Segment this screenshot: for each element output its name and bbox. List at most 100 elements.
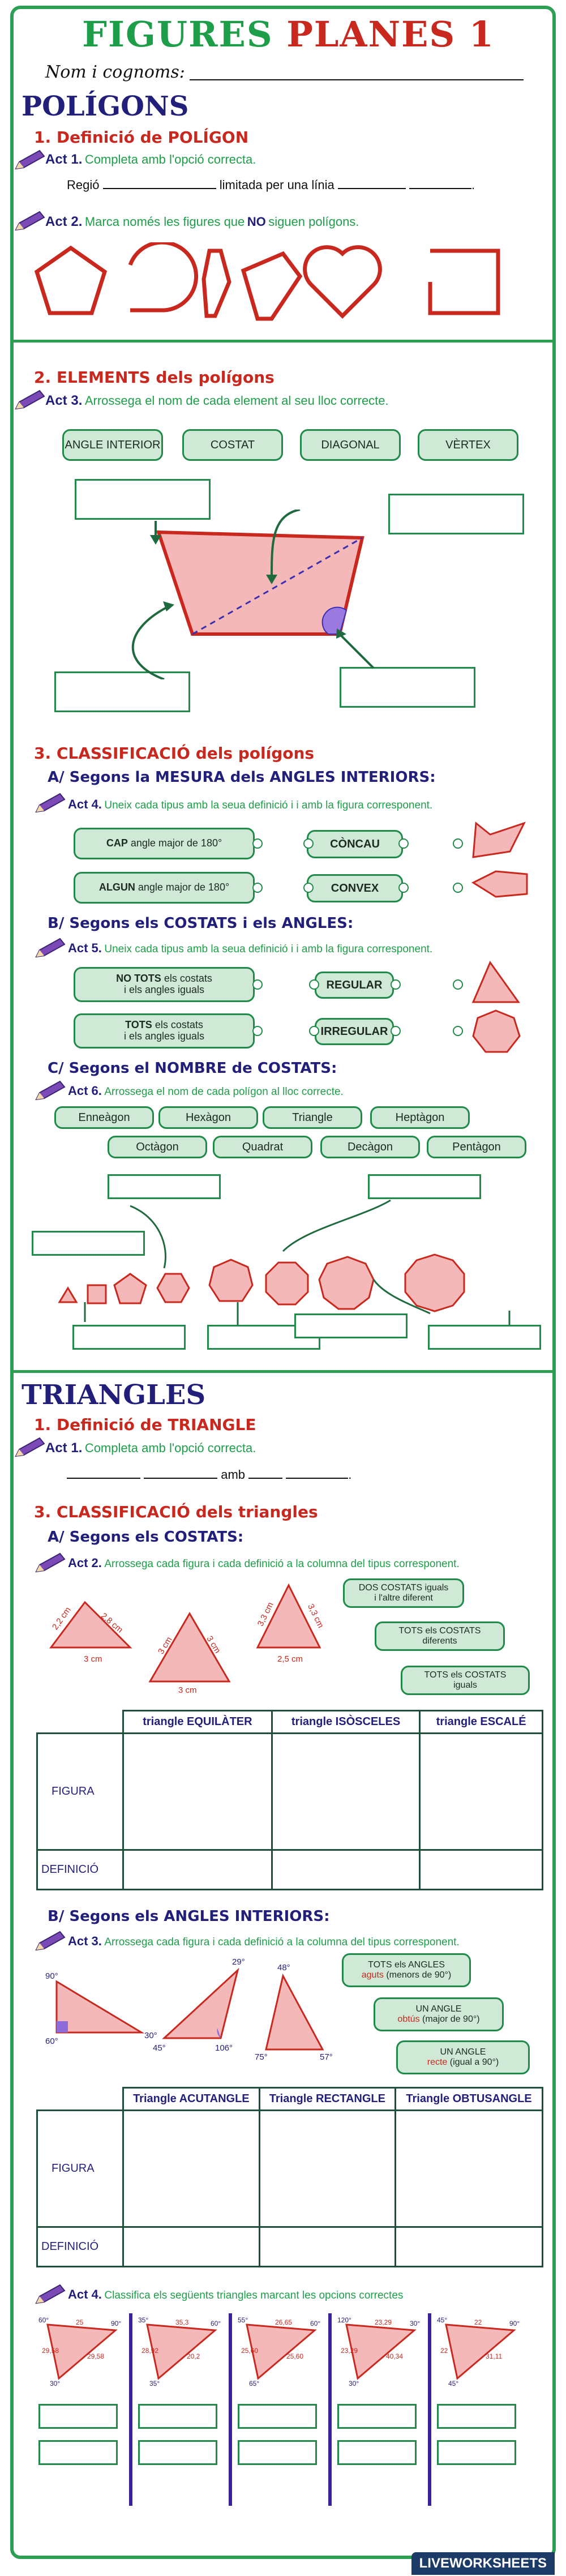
drop-box[interactable] <box>54 671 190 712</box>
connector-dot[interactable] <box>453 979 463 990</box>
drop-cell[interactable] <box>122 1849 273 1890</box>
connector-dot[interactable] <box>453 883 463 893</box>
pill-quadrat[interactable]: Quadrat <box>213 1136 312 1158</box>
connector-dot[interactable] <box>252 1026 263 1036</box>
connector-dot[interactable] <box>391 1026 401 1036</box>
type-regular[interactable]: REGULAR <box>315 972 394 999</box>
pill-octagon[interactable]: Octàgon <box>108 1136 207 1158</box>
drop-cell[interactable] <box>419 1849 543 1890</box>
type-irregular[interactable]: IRREGULAR <box>315 1018 394 1045</box>
type-concau[interactable]: CÒNCAU <box>307 830 403 858</box>
drop-box[interactable] <box>340 667 475 708</box>
connector-dot[interactable] <box>252 883 263 893</box>
answer-select[interactable] <box>138 2404 217 2429</box>
blank-3[interactable] <box>248 1478 283 1479</box>
drop-box[interactable] <box>72 1325 186 1350</box>
connector-dot[interactable] <box>398 883 409 893</box>
drop-cell[interactable] <box>258 2226 397 2267</box>
connector-dot[interactable] <box>309 979 319 990</box>
drop-cell[interactable] <box>395 2109 543 2228</box>
triangle-obtusangle[interactable] <box>162 1967 239 2039</box>
answer-select[interactable] <box>238 2404 317 2429</box>
drop-box[interactable] <box>294 1313 408 1338</box>
element-pill-vertex[interactable]: VÈRTEX <box>418 429 518 461</box>
connector-dot[interactable] <box>309 1026 319 1036</box>
element-pill-angle[interactable]: ANGLE INTERIOR <box>62 429 163 461</box>
triangle-rectangle[interactable] <box>55 1980 145 2034</box>
pencil-icon <box>35 1552 66 1573</box>
answer-select[interactable] <box>437 2404 516 2429</box>
answer-select[interactable] <box>138 2440 217 2465</box>
act4-row: Act 4. Uneix cada tipus amb la seua defi… <box>68 797 433 811</box>
connector-dot[interactable] <box>453 1026 463 1036</box>
drop-box[interactable] <box>428 1325 541 1350</box>
triangle-isosceles[interactable] <box>256 1583 321 1649</box>
def-cap[interactable]: CAP angle major de 180° <box>74 828 255 859</box>
connector-dot[interactable] <box>252 979 263 990</box>
drop-cell[interactable] <box>271 1849 421 1890</box>
connector-dot[interactable] <box>303 838 314 849</box>
type-convex[interactable]: CONVEX <box>307 874 403 902</box>
pill-hexagon[interactable]: Hexàgon <box>158 1106 258 1129</box>
shape-curve[interactable] <box>128 242 198 313</box>
answer-select[interactable] <box>238 2440 317 2465</box>
pill-enneagon[interactable]: Enneàgon <box>54 1106 154 1129</box>
connector-dot[interactable] <box>398 838 409 849</box>
drop-cell[interactable] <box>122 1732 273 1851</box>
drop-box[interactable] <box>75 479 211 520</box>
pentagon-shape <box>113 1273 147 1304</box>
connector-dot[interactable] <box>303 883 314 893</box>
drop-cell[interactable] <box>258 2109 397 2228</box>
def-algun[interactable]: ALGUN angle major de 180° <box>74 872 255 904</box>
answer-select[interactable] <box>38 2440 118 2465</box>
drop-box[interactable] <box>368 1174 481 1199</box>
element-pill-diagonal[interactable]: DIAGONAL <box>300 429 401 461</box>
drop-box[interactable] <box>388 494 524 534</box>
element-pill-costat[interactable]: COSTAT <box>182 429 283 461</box>
pill-heptagon[interactable]: Heptàgon <box>370 1106 470 1129</box>
answer-select[interactable] <box>337 2404 417 2429</box>
blank-2[interactable] <box>144 1478 218 1479</box>
blank-1[interactable] <box>102 188 216 189</box>
answer-select[interactable] <box>38 2404 118 2429</box>
shape-square-open[interactable] <box>428 249 500 315</box>
triangle-escale[interactable] <box>49 1601 132 1649</box>
def-no-tots[interactable]: NO TOTS els costats i els angles iguals <box>74 967 255 1002</box>
drop-cell[interactable] <box>122 2226 260 2267</box>
blank-3[interactable] <box>409 188 471 189</box>
drop-box[interactable] <box>32 1231 145 1256</box>
drop-cell[interactable] <box>271 1732 421 1851</box>
connector-dot[interactable] <box>252 838 263 849</box>
triangle-acutangle[interactable] <box>265 1973 324 2051</box>
connector-dot[interactable] <box>391 979 401 990</box>
drop-cell[interactable] <box>122 2109 260 2228</box>
connector-dot[interactable] <box>453 838 463 849</box>
blank-2[interactable] <box>337 188 406 189</box>
pill-pentagon[interactable]: Pentàgon <box>427 1136 526 1158</box>
answer-select[interactable] <box>437 2440 516 2465</box>
answer-select[interactable] <box>337 2440 417 2465</box>
shape-open[interactable] <box>241 251 303 321</box>
triangle-equilater[interactable] <box>148 1612 231 1683</box>
def-tots[interactable]: TOTS els costats i els angles iguals <box>74 1013 255 1049</box>
shape-zigzag[interactable] <box>201 249 231 318</box>
pill-triangle[interactable]: Triangle <box>263 1106 362 1129</box>
drop-cell[interactable] <box>419 1732 543 1851</box>
blank-4[interactable] <box>286 1478 349 1479</box>
pencil-icon <box>35 938 66 958</box>
col-header: triangle ESCALÉ <box>419 1710 543 1734</box>
drop-cell[interactable] <box>395 2226 543 2267</box>
blank-1[interactable] <box>67 1478 140 1479</box>
shape-pentagon[interactable] <box>34 245 108 315</box>
shape-heart[interactable] <box>303 245 382 319</box>
heptagon-shape <box>208 1259 254 1302</box>
pill-decagon[interactable]: Decàgon <box>320 1136 420 1158</box>
drop-box[interactable] <box>108 1174 221 1199</box>
